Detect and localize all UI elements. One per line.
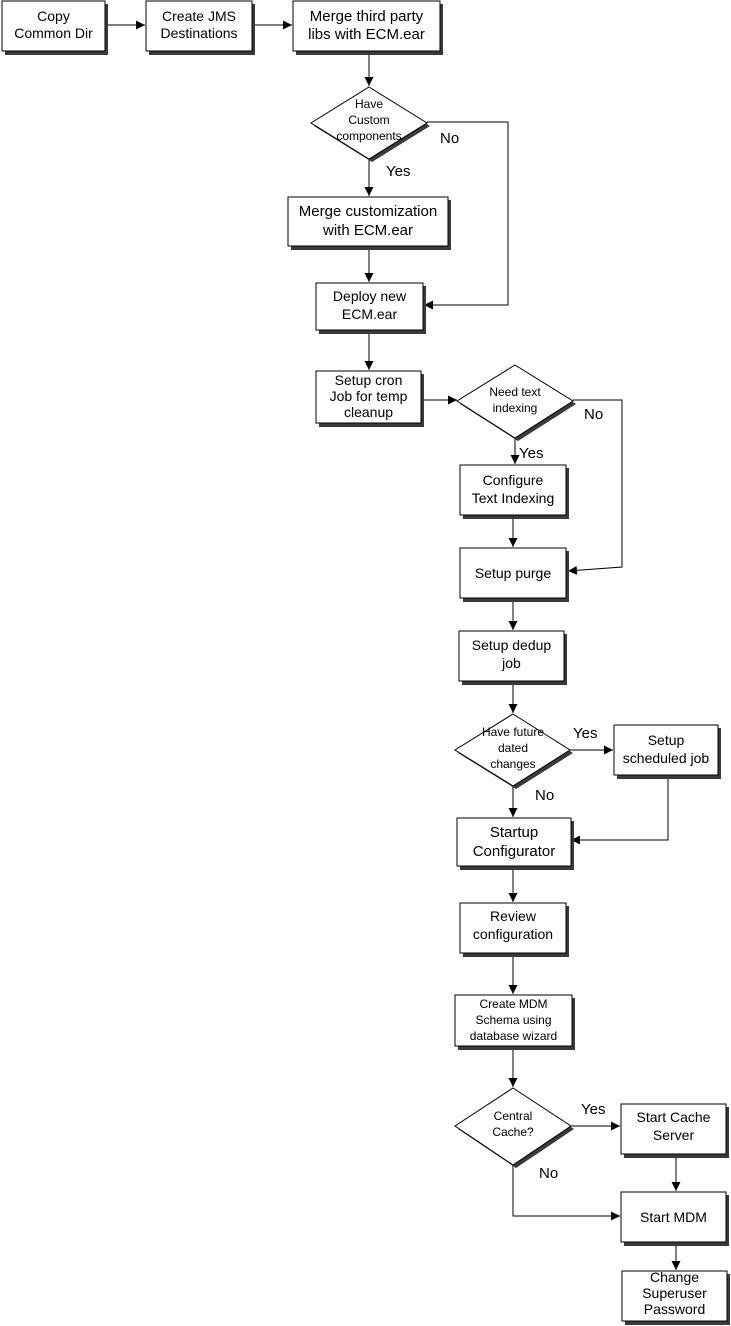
box-create-mdm-schema-line1: Create MDM	[479, 997, 547, 1011]
box-setup-purge: Setup purge	[459, 547, 569, 602]
box-setup-scheduled-line1: Setup	[648, 732, 685, 748]
box-setup-dedup-line2: job	[501, 655, 521, 671]
box-configure-text-indexing-line1: Configure	[483, 472, 544, 488]
box-merge-third-party: Merge third party libs with ECM.ear	[292, 0, 443, 55]
box-review-configuration: Review configuration	[459, 902, 569, 957]
box-deploy-ecm: Deploy new ECM.ear	[315, 282, 426, 334]
box-setup-cron: Setup cron Job for temp cleanup	[315, 370, 424, 427]
box-create-jms-line1: Create JMS	[162, 8, 236, 24]
box-copy-common-dir: Copy Common Dir	[1, 0, 108, 55]
box-setup-cron-line1: Setup cron	[335, 372, 403, 388]
box-merge-customization: Merge customization with ECM.ear	[287, 196, 451, 250]
box-copy-common-dir-line1: Copy	[37, 8, 70, 24]
box-start-cache-server-line1: Start Cache	[637, 1109, 711, 1125]
edge-scheduled-to-configurator	[571, 776, 669, 845]
decision-have-future-line2: dated	[498, 741, 528, 755]
box-create-mdm-schema: Create MDM Schema using database wizard	[454, 994, 575, 1050]
decision-have-future-line3: changes	[490, 757, 535, 771]
edge-custom-no	[424, 121, 509, 310]
box-setup-cron-line2: Job for temp	[330, 388, 408, 404]
box-configure-text-indexing: Configure Text Indexing	[459, 464, 569, 519]
decision-need-text-indexing-line1: Need text	[489, 385, 541, 399]
decision-central-cache: Central Cache?	[454, 1087, 574, 1168]
decision-need-text-indexing: Need text indexing	[456, 364, 576, 441]
edges	[106, 20, 681, 1270]
box-setup-dedup: Setup dedup job	[458, 630, 567, 685]
box-change-superuser-line3: Password	[644, 1301, 705, 1317]
decision-have-custom: Have Custom components	[310, 86, 430, 162]
box-setup-scheduled-line2: scheduled job	[623, 750, 710, 766]
box-startup-configurator: Startup Configurator	[456, 817, 574, 870]
box-create-jms: Create JMS Destinations	[145, 0, 255, 55]
decision-central-cache-line2: Cache?	[492, 1125, 534, 1139]
box-setup-purge-line1: Setup purge	[475, 565, 551, 581]
decision-need-text-indexing-line2: indexing	[493, 401, 538, 415]
box-configure-text-indexing-line2: Text Indexing	[472, 490, 555, 506]
box-merge-customization-line1: Merge customization	[299, 203, 437, 220]
label-future-no: No	[535, 787, 554, 804]
label-text-yes: Yes	[519, 445, 543, 462]
box-merge-third-party-line2: libs with ECM.ear	[308, 26, 425, 43]
box-review-configuration-line1: Review	[490, 908, 537, 924]
box-copy-common-dir-line2: Common Dir	[14, 25, 93, 41]
label-text-no: No	[584, 406, 603, 423]
label-future-yes: Yes	[573, 725, 597, 742]
decision-have-custom-line2: Custom	[348, 113, 389, 127]
label-cache-no: No	[539, 1165, 558, 1182]
label-cache-yes: Yes	[581, 1101, 605, 1118]
edge-cache-no	[512, 1165, 620, 1221]
box-start-cache-server-line2: Server	[653, 1127, 695, 1143]
box-merge-third-party-line1: Merge third party	[310, 8, 424, 25]
edge-labels: No Yes No Yes Yes No Yes No	[386, 130, 605, 1182]
box-create-jms-line2: Destinations	[160, 25, 237, 41]
decision-have-future: Have future dated changes	[454, 713, 573, 789]
box-start-cache-server: Start Cache Server	[620, 1103, 729, 1158]
decision-have-future-line1: Have future	[482, 725, 544, 739]
decision-central-cache-line1: Central	[494, 1109, 533, 1123]
box-start-mdm-line1: Start MDM	[640, 1209, 707, 1225]
box-setup-cron-line3: cleanup	[344, 404, 393, 420]
box-deploy-ecm-line1: Deploy new	[333, 288, 407, 304]
decision-have-custom-line1: Have	[355, 97, 383, 111]
box-start-mdm: Start MDM	[620, 1191, 729, 1246]
box-create-mdm-schema-line2: Schema using	[475, 1013, 551, 1027]
box-change-superuser-line1: Change	[650, 1269, 699, 1285]
box-change-superuser-line2: Superuser	[642, 1285, 707, 1301]
box-deploy-ecm-line2: ECM.ear	[342, 306, 398, 322]
box-startup-configurator-line2: Configurator	[473, 843, 556, 860]
box-setup-dedup-line1: Setup dedup	[472, 637, 552, 653]
box-merge-customization-line2: with ECM.ear	[322, 222, 413, 239]
box-change-superuser: Change Superuser Password	[621, 1269, 730, 1325]
box-review-configuration-line2: configuration	[473, 926, 553, 942]
box-setup-scheduled: Setup scheduled job	[613, 724, 721, 779]
decision-have-custom-line3: components	[336, 129, 401, 143]
label-custom-yes: Yes	[386, 163, 410, 180]
edge-text-no	[567, 399, 623, 575]
label-custom-no: No	[440, 130, 459, 147]
box-startup-configurator-line1: Startup	[490, 824, 538, 841]
box-create-mdm-schema-line3: database wizard	[470, 1029, 557, 1043]
